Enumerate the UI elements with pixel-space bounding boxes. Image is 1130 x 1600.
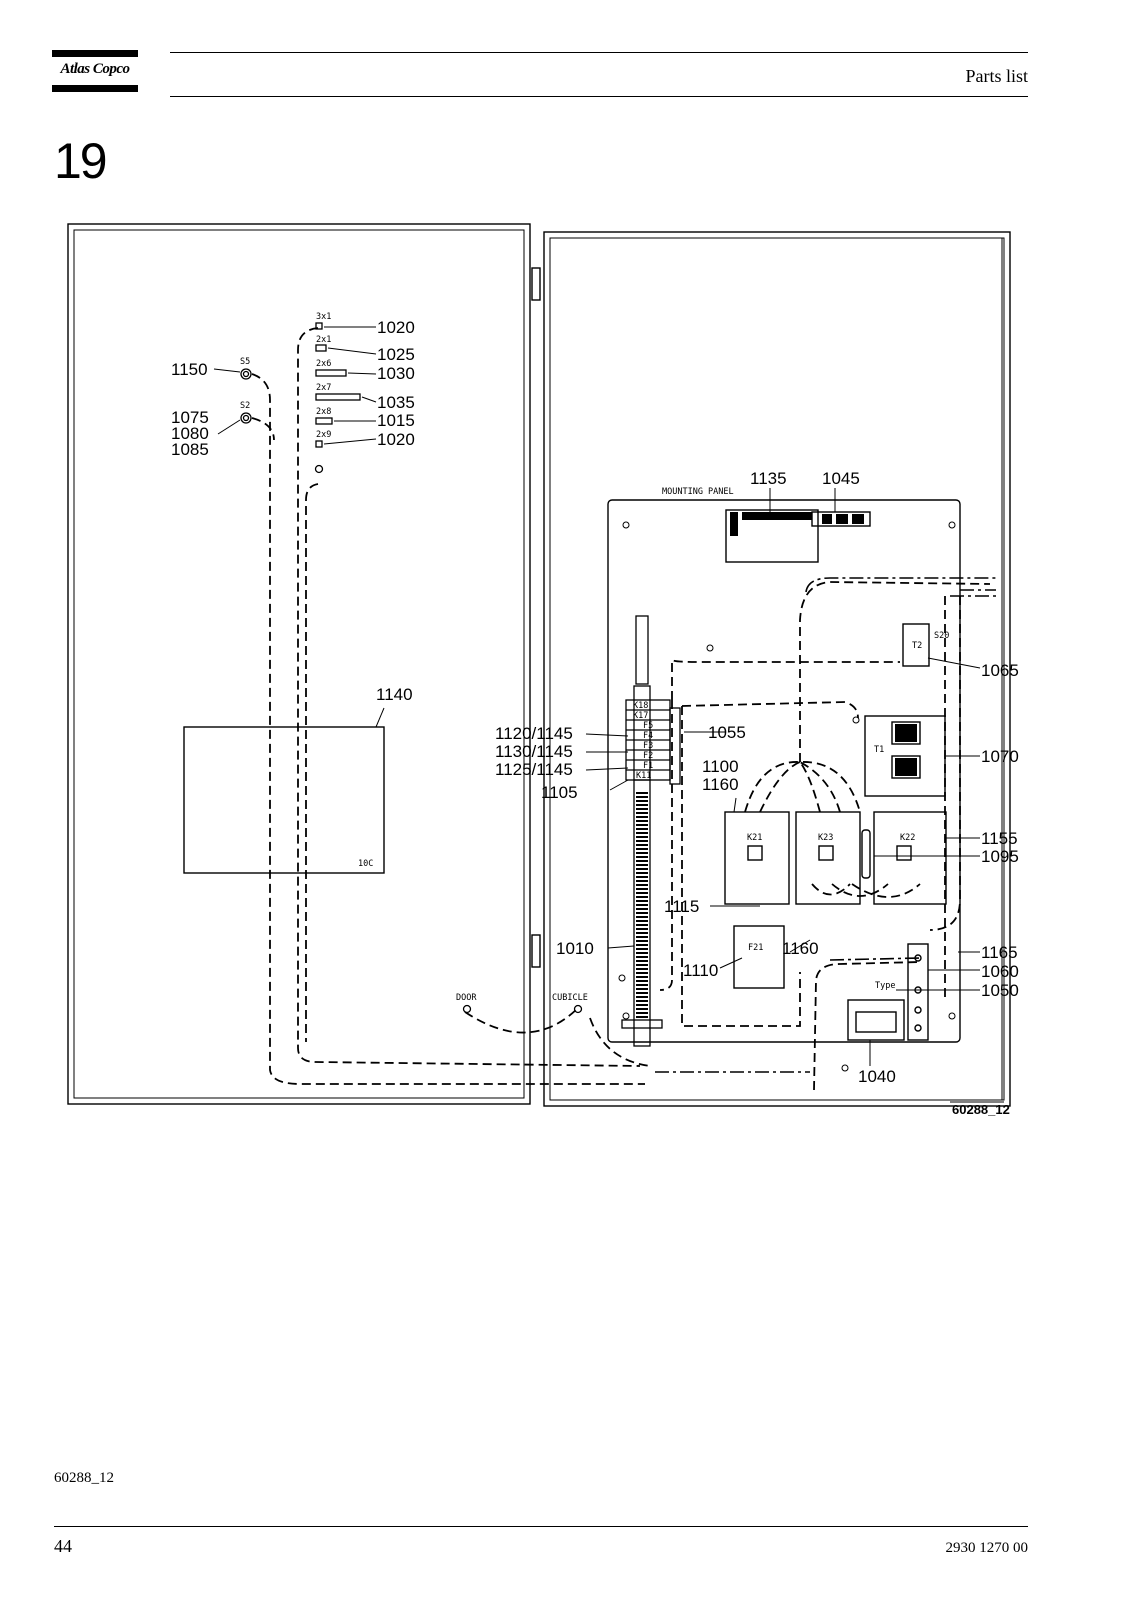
callout-1050: 1050 [981, 981, 1019, 1000]
callout-1055: 1055 [708, 723, 746, 742]
connector-2x7: 2x7 [316, 383, 331, 393]
figure-reference: 60288_12 [54, 1470, 114, 1486]
callout-1125-1145: 1125/1145 [495, 760, 573, 779]
callout-1095: 1095 [981, 847, 1019, 866]
label-k22: K22 [900, 833, 915, 843]
callout-1150: 1150 [171, 360, 208, 379]
header-rule-bottom [170, 96, 1028, 97]
label-f5: F5 [643, 721, 653, 731]
label-s5: S5 [240, 357, 250, 367]
wiring-dash-dot [655, 577, 998, 1073]
connector-3x1: 3x1 [316, 312, 331, 322]
callout-1080: 1080 [171, 424, 209, 443]
rail-ribs [636, 790, 648, 1020]
callout-1105: 1105 [541, 783, 578, 802]
callout-1155: 1155 [981, 829, 1018, 848]
callout-1165: 1165 [981, 943, 1018, 962]
callout-1110: 1110 [683, 961, 718, 980]
callout-1070: 1070 [981, 747, 1019, 766]
connector-2x6: 2x6 [316, 359, 331, 369]
connector-2x9: 2x9 [316, 430, 331, 440]
callout-1020-bottom: 1020 [377, 430, 415, 449]
section-number: 19 [54, 133, 108, 189]
callout-1160-lower: 1160 [782, 939, 819, 958]
section-title: Parts list [965, 66, 1028, 86]
cubicle-outline [543, 231, 1011, 1107]
page-number: 44 [54, 1536, 72, 1556]
callout-1040: 1040 [858, 1067, 896, 1086]
connector-2x1: 2x1 [316, 335, 331, 345]
label-f1: F1 [643, 761, 653, 771]
callout-1035: 1035 [377, 393, 415, 412]
callout-1030: 1030 [377, 364, 415, 383]
connector-2x8: 2x8 [316, 407, 331, 417]
label-s2: S2 [240, 401, 250, 411]
document-number: 2930 1270 00 [945, 1540, 1029, 1556]
callouts: 1020 1025 1030 1035 1015 1020 1150 1075 … [171, 318, 1019, 1086]
left-door-inner [73, 229, 525, 1099]
component-details [730, 512, 917, 776]
drawing-small-labels: MOUNTING PANEL S5 S2 10C DOOR CUBICLE K1… [240, 312, 949, 1003]
callout-1015: 1015 [377, 411, 415, 430]
callout-1010: 1010 [556, 939, 594, 958]
logo-bar-bottom [52, 85, 138, 92]
label-t2: T2 [912, 641, 922, 651]
label-cubicle: CUBICLE [552, 993, 588, 1003]
callout-1020-top: 1020 [377, 318, 415, 337]
panel-holes [618, 521, 956, 1072]
label-k11: K11 [636, 771, 651, 781]
label-k18: K18 [633, 701, 648, 711]
logo-bar-top [52, 50, 138, 57]
callout-1130-1145: 1130/1145 [495, 742, 573, 761]
manual-box [183, 726, 385, 874]
label-f2: F2 [643, 751, 653, 761]
label-k17: K17 [633, 711, 648, 721]
label-t1: T1 [874, 745, 884, 755]
cubicle-inner [549, 237, 1005, 1101]
header-rule-top [170, 52, 1028, 53]
callout-1085: 1085 [171, 440, 209, 459]
hinge-top [531, 267, 541, 301]
callout-1120-1145: 1120/1145 [495, 724, 573, 743]
label-s20: S20 [934, 631, 949, 641]
logo-text: Atlas Copco [60, 61, 130, 77]
label-f21: F21 [748, 943, 763, 953]
callout-1100: 1100 [702, 757, 739, 776]
label-f4: F4 [643, 731, 653, 741]
callout-1075: 1075 [171, 408, 209, 427]
label-door: DOOR [456, 993, 477, 1003]
label-k21: K21 [747, 833, 762, 843]
leader-lines [213, 326, 981, 1066]
callout-1065: 1065 [981, 661, 1019, 680]
callout-1135: 1135 [750, 469, 787, 488]
wiring-dashed [251, 327, 991, 1091]
hinge-bottom [531, 934, 541, 968]
label-f3: F3 [643, 741, 653, 751]
left-door-outline [67, 223, 531, 1105]
panel-label: MOUNTING PANEL [662, 487, 734, 497]
callout-1045: 1045 [822, 469, 860, 488]
drawing-figure-ref: 60288_12 [952, 1102, 1010, 1117]
callout-1160-upper: 1160 [702, 775, 739, 794]
callout-1140: 1140 [376, 685, 413, 704]
callout-1115: 1115 [664, 897, 699, 916]
callout-1025: 1025 [377, 345, 415, 364]
label-k23: K23 [818, 833, 833, 843]
callout-1060: 1060 [981, 962, 1019, 981]
atlas-copco-logo: Atlas Copco [52, 50, 138, 94]
footer-rule [54, 1526, 1028, 1527]
label-type: Type [875, 981, 895, 991]
label-box-code: 10C [358, 859, 373, 869]
contactors [724, 509, 947, 1041]
door-components [240, 322, 583, 1014]
